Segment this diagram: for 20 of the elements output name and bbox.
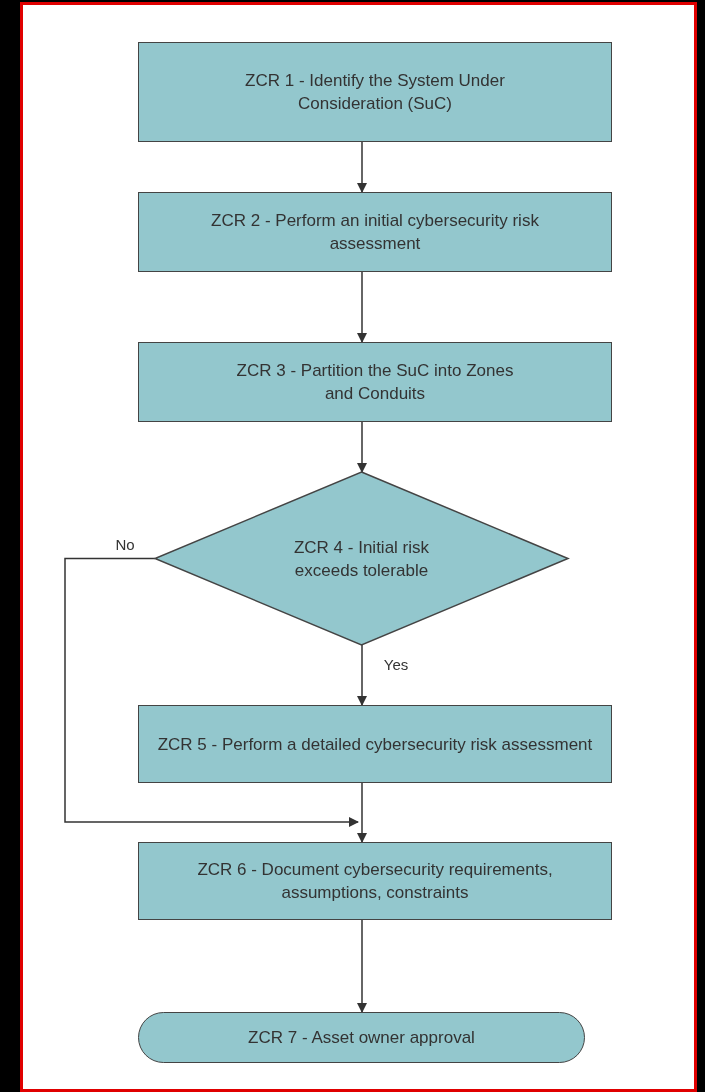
arrow — [64, 557, 359, 827]
arrow — [357, 271, 367, 343]
process-box — [138, 842, 612, 920]
process-box — [138, 42, 612, 142]
node-text: ZCR 7 - Asset owner approval — [248, 1027, 475, 1049]
arrow — [357, 421, 367, 473]
arrow — [357, 782, 367, 843]
process-box — [138, 705, 612, 783]
node-text: ZCR 5 - Perform a detailed cybersecurity risk assessment — [157, 733, 593, 756]
terminal-box — [138, 1012, 585, 1063]
process-box — [138, 342, 612, 422]
arrow — [357, 919, 367, 1013]
node-text: ZCR 1 - Identify the System Under Consideration (SuC) — [244, 70, 506, 115]
node-text: ZCR 4 - Initial risk exceeds tolerable — [292, 536, 431, 582]
node-text: ZCR 6 - Document cybersecurity requirements, assumptions, constraints — [196, 859, 554, 904]
arrow — [357, 141, 367, 193]
process-box — [138, 192, 612, 272]
arrow — [357, 644, 367, 706]
node-text: ZCR 2 - Perform an initial cybersecurity risk assessment — [210, 210, 540, 255]
node-text: ZCR 3 - Partition the SuC into Zones and Conduits — [235, 360, 515, 405]
